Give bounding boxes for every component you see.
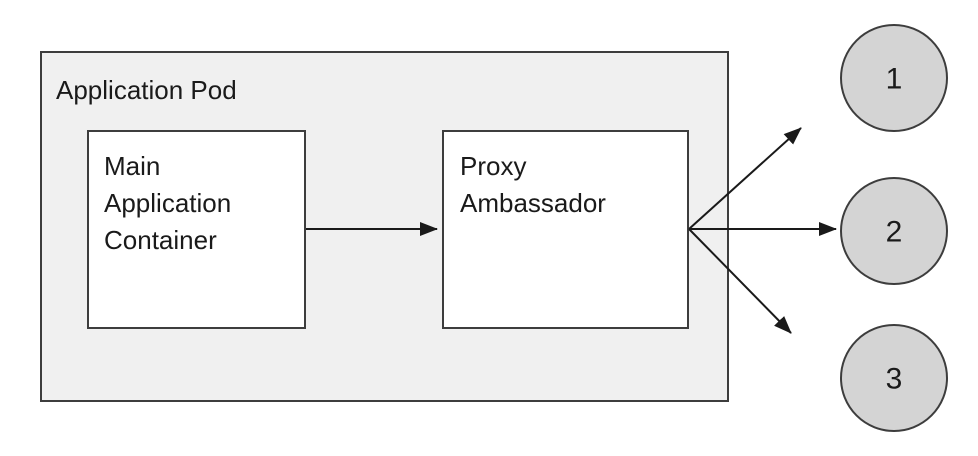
proxy-ambassador-container-label-line-2: Ambassador [460, 188, 606, 218]
endpoint-2[interactable]: 2 [840, 177, 948, 285]
endpoint-1-label: 1 [886, 63, 903, 96]
main-application-container[interactable]: Main Application Container [87, 130, 306, 329]
main-application-container-label-line-2: Application [104, 188, 231, 218]
main-application-container-rect [87, 130, 306, 329]
endpoint-2-circle [840, 177, 948, 285]
endpoint-3[interactable]: 3 [840, 324, 948, 432]
main-application-container-label-line-1: Main [104, 151, 160, 181]
connector-proxy-to-endpoint-3-arrow [688, 228, 792, 334]
proxy-ambassador-container-rect [442, 130, 689, 329]
endpoint-3-label: 3 [886, 363, 903, 396]
main-application-container-label-line-3: Container [104, 225, 217, 255]
proxy-ambassador-container-label-line-1: Proxy [460, 151, 526, 181]
endpoint-1-circle [840, 24, 948, 132]
endpoint-2-label: 2 [886, 216, 903, 249]
connector-proxy-to-endpoint-1-arrow [688, 127, 802, 230]
endpoint-1[interactable]: 1 [840, 24, 948, 132]
application-pod-label: Application Pod [56, 75, 237, 105]
endpoint-3-circle [840, 324, 948, 432]
proxy-ambassador-container[interactable]: Proxy Ambassador [442, 130, 689, 329]
